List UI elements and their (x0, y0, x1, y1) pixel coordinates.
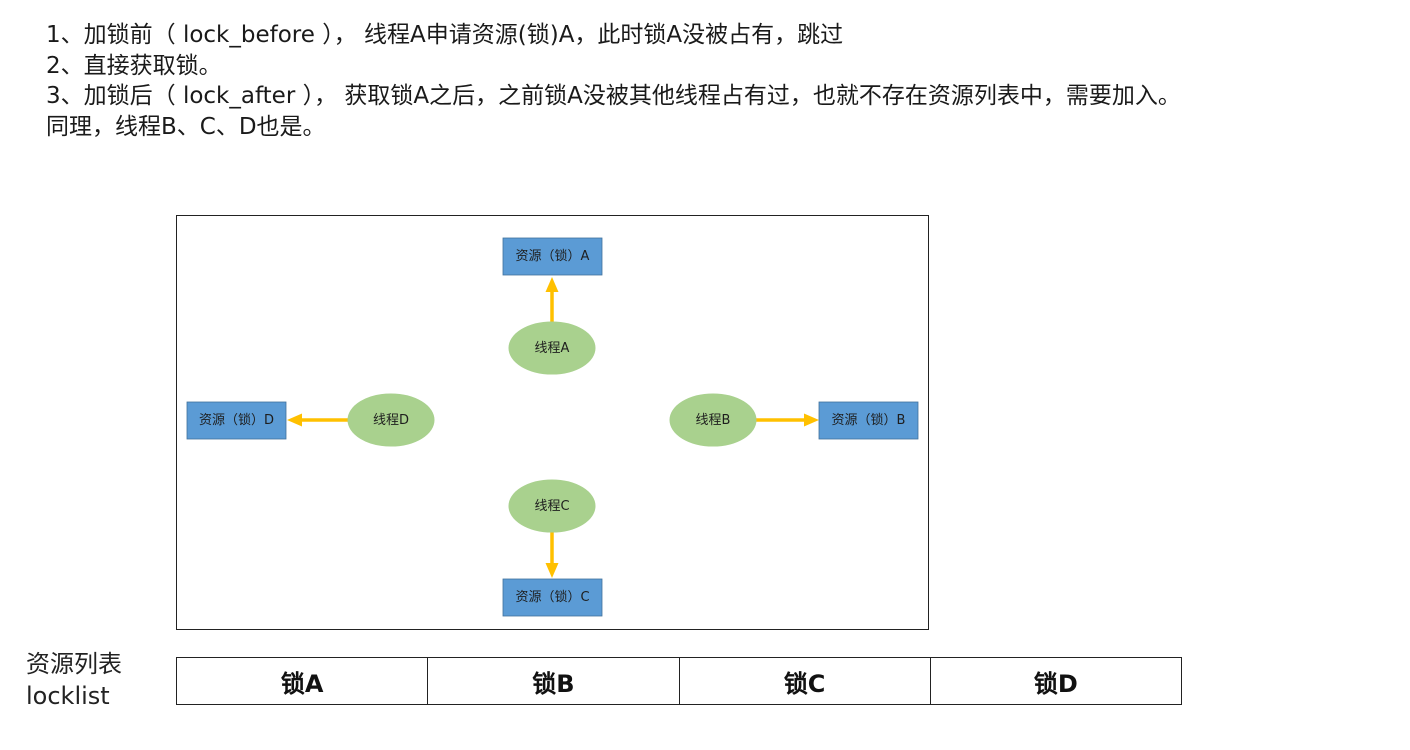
resource-a-label: 资源（锁）A (516, 248, 590, 264)
arrowhead-a (545, 277, 559, 292)
locklist-cell-b: 锁B (427, 657, 680, 705)
locklist-cell-c: 锁C (678, 657, 931, 705)
thread-d-node (347, 393, 435, 447)
locklist-row: 锁A 锁B 锁C 锁D (175, 657, 1183, 705)
locklist-cell-d: 锁D (929, 657, 1183, 705)
thread-d-label: 线程D (373, 413, 409, 428)
resource-c-box (502, 578, 603, 617)
intro-line-4: 同理，线程B、C、D也是。 (46, 113, 326, 140)
resource-a-box (502, 237, 603, 276)
thread-a-node (508, 321, 596, 375)
locklist-label-cn: 资源列表 (26, 650, 122, 678)
intro-text: 1、加锁前（ lock_before ）， 线程A申请资源(锁)A，此时锁A没被… (46, 20, 1406, 142)
locklist-label: 资源列表 locklist (26, 648, 122, 712)
thread-a-label: 线程A (535, 341, 570, 356)
resource-d-label: 资源（锁）D (199, 412, 274, 428)
resource-b-label: 资源（锁）B (832, 412, 906, 428)
intro-line-1: 1、加锁前（ lock_before ）， 线程A申请资源(锁)A，此时锁A没被… (46, 22, 844, 48)
locklist-table: 锁A 锁B 锁C 锁D (175, 657, 1183, 705)
locklist-cell-a: 锁A (175, 657, 429, 705)
locklist-label-en: locklist (26, 682, 110, 710)
thread-c-label: 线程C (534, 499, 569, 514)
intro-line-2: 2、直接获取锁。 (46, 52, 222, 79)
resource-d-box (186, 401, 287, 440)
resource-b-box (818, 401, 919, 440)
intro-line-3: 3、加锁后（ lock_after ）， 获取锁A之后，之前锁A没被其他线程占有… (46, 83, 1181, 109)
arrowhead-c (545, 563, 559, 578)
thread-b-label: 线程B (696, 413, 731, 428)
arrowhead-d (287, 413, 302, 427)
thread-b-node (669, 393, 757, 447)
arrowhead-b (804, 413, 819, 427)
thread-c-node (508, 479, 596, 533)
resource-c-label: 资源（锁）C (515, 589, 589, 605)
